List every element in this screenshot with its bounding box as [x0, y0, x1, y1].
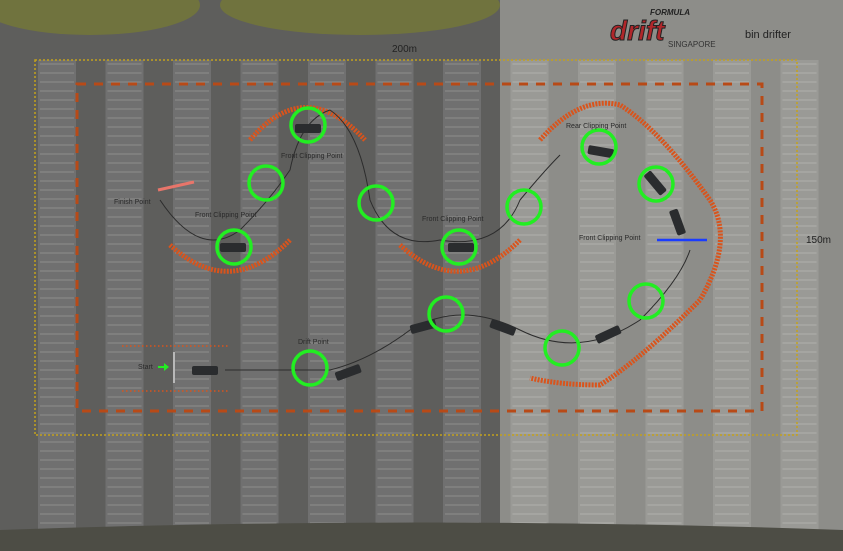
start-grid	[122, 345, 228, 392]
front-clipping-right-label: Front Clipping Point	[579, 235, 641, 242]
zone-11	[627, 282, 665, 320]
svg-text:drift: drift	[610, 15, 666, 46]
zone-4	[357, 184, 395, 222]
outer-boundary	[34, 59, 798, 436]
start-arrow-icon	[158, 363, 169, 371]
parking-row	[713, 60, 751, 530]
judging-zones	[215, 106, 675, 387]
parking-row	[443, 60, 481, 530]
svg-text:bin drifter: bin drifter	[745, 29, 791, 41]
zone-2	[247, 164, 285, 202]
finish-line	[157, 180, 195, 192]
parking-row	[173, 60, 211, 530]
zone-1	[289, 106, 327, 144]
zone-10	[637, 165, 675, 203]
svg-text:FORMULA: FORMULA	[650, 8, 690, 17]
parking-row	[645, 60, 684, 530]
front-clipping-mid-label: Front Clipping Point	[422, 216, 484, 223]
front-clipping-left-label: Front Clipping Point	[195, 212, 257, 219]
zone-5	[440, 228, 478, 266]
parking-row	[780, 60, 819, 530]
svg-text:SINGAPORE: SINGAPORE	[668, 40, 716, 49]
height-dimension: 150m	[806, 235, 831, 246]
zone-9	[580, 128, 618, 166]
parking-row	[375, 60, 414, 530]
parking-row	[38, 60, 76, 530]
start-label: Start	[138, 364, 153, 371]
zone-3	[215, 228, 253, 266]
parking-row	[105, 60, 144, 530]
drift-point-label: Drift Point	[298, 339, 329, 346]
front-clipping-top-label: Front Clipping Point	[281, 153, 343, 160]
zone-7	[291, 349, 329, 387]
zone-6	[427, 295, 465, 333]
width-dimension: 200m	[392, 44, 417, 55]
cone-walls	[168, 100, 723, 388]
course-boundary	[75, 82, 764, 413]
cars	[192, 124, 686, 381]
rear-clipping-label: Rear Clipping Point	[566, 123, 626, 130]
parking-row	[510, 60, 549, 530]
zone-12	[543, 329, 581, 367]
zone-8	[505, 188, 543, 226]
formula-drift-logo: FORMULA drift SINGAPORE bin drifter	[610, 8, 792, 49]
parking-row	[240, 60, 279, 530]
parking-row	[308, 60, 346, 530]
finish-point-label: Finish Point	[114, 199, 151, 206]
